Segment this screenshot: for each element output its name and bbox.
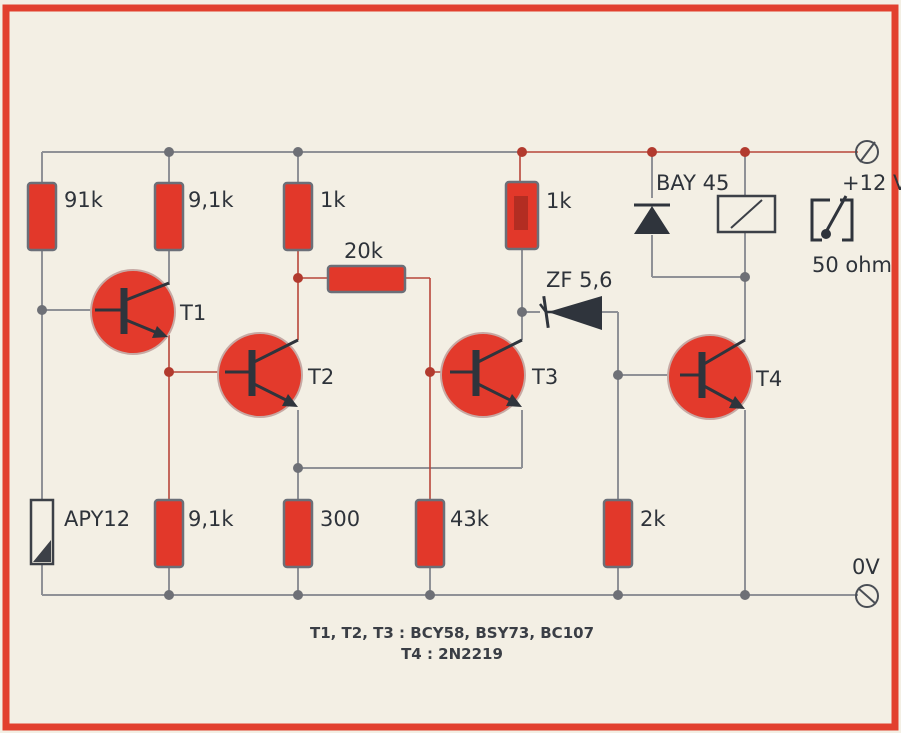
resistor-43k: 43k: [414, 498, 490, 569]
resistor-9-1k-bottom: 9,1k: [153, 498, 234, 569]
relay-contact-icon: 50 ohm: [810, 195, 892, 277]
transistor-t2: T2: [217, 332, 334, 418]
terminal-positive: +12 V: [842, 140, 901, 195]
resistor-1k-right: 1k: [504, 180, 572, 251]
photodiode-apy12: APY12: [29, 498, 130, 566]
transistor-t3: T3: [440, 332, 558, 418]
resistor-1k-left: 1k: [282, 181, 346, 252]
resistor-91k-label: 91k: [64, 188, 104, 212]
diode-bay45-label: BAY 45: [656, 171, 729, 195]
resistor-1k-left-label: 1k: [320, 188, 346, 212]
resistor-43k-label: 43k: [450, 507, 490, 531]
resistor-2k-label: 2k: [640, 507, 666, 531]
red-wires: [168, 151, 858, 500]
resistor-91k: 91k: [26, 181, 104, 252]
resistor-9-1k-top-label: 9,1k: [188, 188, 234, 212]
resistor-300-label: 300: [320, 507, 360, 531]
transistor-t3-label: T3: [531, 365, 558, 389]
transistor-t1-label: T1: [179, 301, 206, 325]
caption-line-1: T1, T2, T3 : BCY58, BSY73, BC107: [310, 624, 594, 642]
zener-diode: ZF 5,6: [539, 268, 613, 330]
junction-nodes: [37, 147, 750, 600]
photodiode-apy12-label: APY12: [64, 507, 130, 531]
caption-line-2: T4 : 2N2219: [401, 645, 503, 663]
relay-resistance-label: 50 ohm: [812, 253, 892, 277]
terminal-ground-label: 0V: [852, 555, 880, 579]
transistor-t2-label: T2: [307, 365, 334, 389]
caption: T1, T2, T3 : BCY58, BSY73, BC107 T4 : 2N…: [310, 624, 594, 663]
terminal-positive-label: +12 V: [842, 171, 901, 195]
zener-diode-label: ZF 5,6: [546, 268, 613, 292]
resistor-300: 300: [282, 498, 360, 569]
red-border: [2, 4, 899, 731]
transistor-t1: T1: [90, 269, 206, 355]
resistor-20k: 20k: [326, 239, 407, 294]
resistor-2k: 2k: [602, 498, 666, 569]
resistor-20k-label: 20k: [344, 239, 384, 263]
transistor-t4: T4: [667, 334, 782, 420]
resistor-9-1k-bottom-label: 9,1k: [188, 507, 234, 531]
relay-coil: [716, 194, 777, 234]
resistor-9-1k-top: 9,1k: [153, 181, 234, 252]
terminal-ground: 0V: [852, 555, 880, 608]
diode-bay45: BAY 45: [634, 171, 729, 234]
transistor-t4-label: T4: [755, 367, 782, 391]
resistor-1k-right-label: 1k: [546, 189, 572, 213]
wires: [41, 151, 858, 596]
